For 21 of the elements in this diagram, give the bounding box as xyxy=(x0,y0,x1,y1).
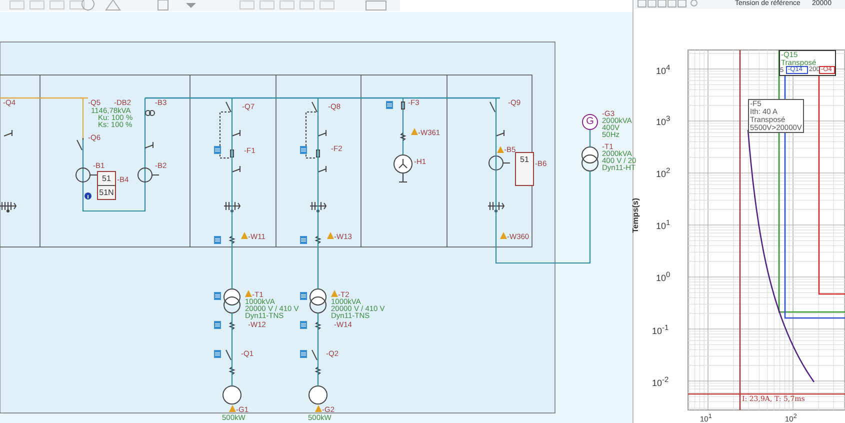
transformer-symbol xyxy=(582,146,598,172)
cable-line xyxy=(231,98,233,289)
cable-line xyxy=(317,98,319,289)
tick-label: 10$^{-1}$ xyxy=(652,323,669,336)
tick-label: 10$^{-2}$ xyxy=(652,375,669,388)
cable-line xyxy=(317,313,319,386)
tick-label: 10$^{2}$ xyxy=(656,166,670,179)
cable-line xyxy=(495,98,591,264)
relay-box: 51 51N xyxy=(97,171,116,200)
transformer-symbol xyxy=(224,288,240,314)
cable-line xyxy=(589,130,591,147)
transformer-symbol xyxy=(310,288,326,314)
relay-box: 51 xyxy=(515,152,534,186)
tick-label: 10$^{3}$ xyxy=(656,114,670,127)
cable-line xyxy=(231,313,233,386)
generator-symbol xyxy=(308,386,328,404)
tick-label: 10$^{0}$ xyxy=(656,270,670,283)
tick-label: 10$^{4}$ xyxy=(656,63,670,76)
generator-symbol xyxy=(222,386,242,404)
axis-title: Temps(s) xyxy=(632,198,639,233)
tick-label: 10$^{1}$ xyxy=(656,218,670,231)
